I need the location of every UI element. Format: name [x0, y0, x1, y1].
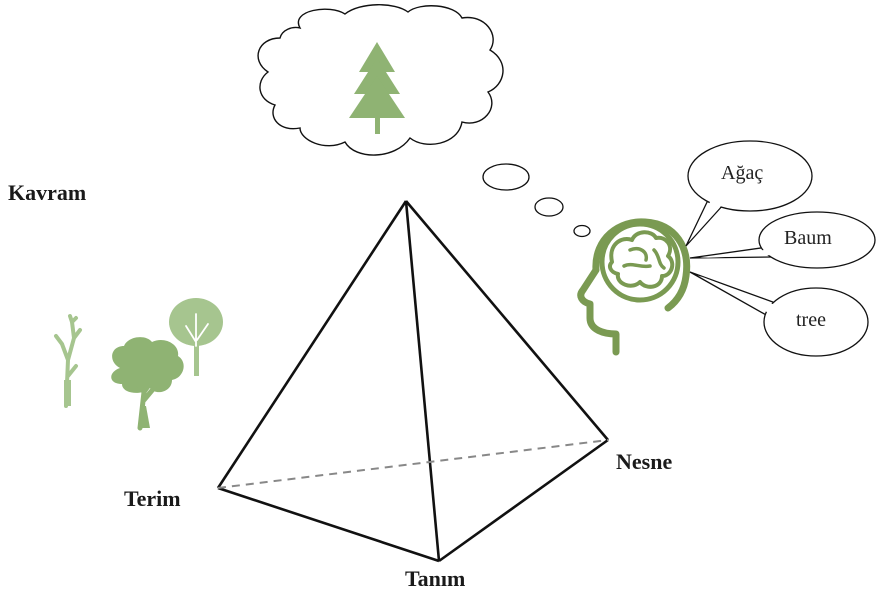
label-nesne: Nesne	[616, 449, 673, 474]
edge-apex-nesne	[405, 200, 609, 441]
speech-bubble-baum	[689, 211, 876, 269]
speech-bubble-agac	[685, 140, 813, 247]
speech-bubble-tree	[689, 271, 869, 357]
label-terim: Terim	[124, 486, 181, 511]
speech-bubble-text-agac: Ağaç	[721, 162, 764, 184]
edge-terim-nesne-hidden	[217, 439, 609, 489]
label-tanim: Tanım	[405, 566, 466, 591]
thought-dot-icon	[534, 197, 564, 217]
edge-apex-tanim	[404, 200, 441, 562]
tetrahedron	[216, 200, 609, 563]
speech-bubble-text-tree: tree	[796, 309, 826, 331]
edge-apex-terim	[216, 200, 408, 489]
label-kavram: Kavram	[8, 180, 87, 205]
bare-tree-icon	[54, 314, 82, 408]
pine-tree-icon	[349, 42, 405, 134]
oak-tree-icon	[111, 337, 184, 431]
speech-bubble-text-baum: Baum	[784, 227, 832, 249]
head-brain-icon	[577, 218, 691, 356]
thought-dot-icon	[482, 163, 530, 191]
edge-tanim-nesne	[438, 438, 609, 563]
round-tree-icon	[169, 298, 223, 376]
edge-terim-tanim	[217, 486, 440, 563]
thought-dot-icon	[573, 224, 591, 238]
